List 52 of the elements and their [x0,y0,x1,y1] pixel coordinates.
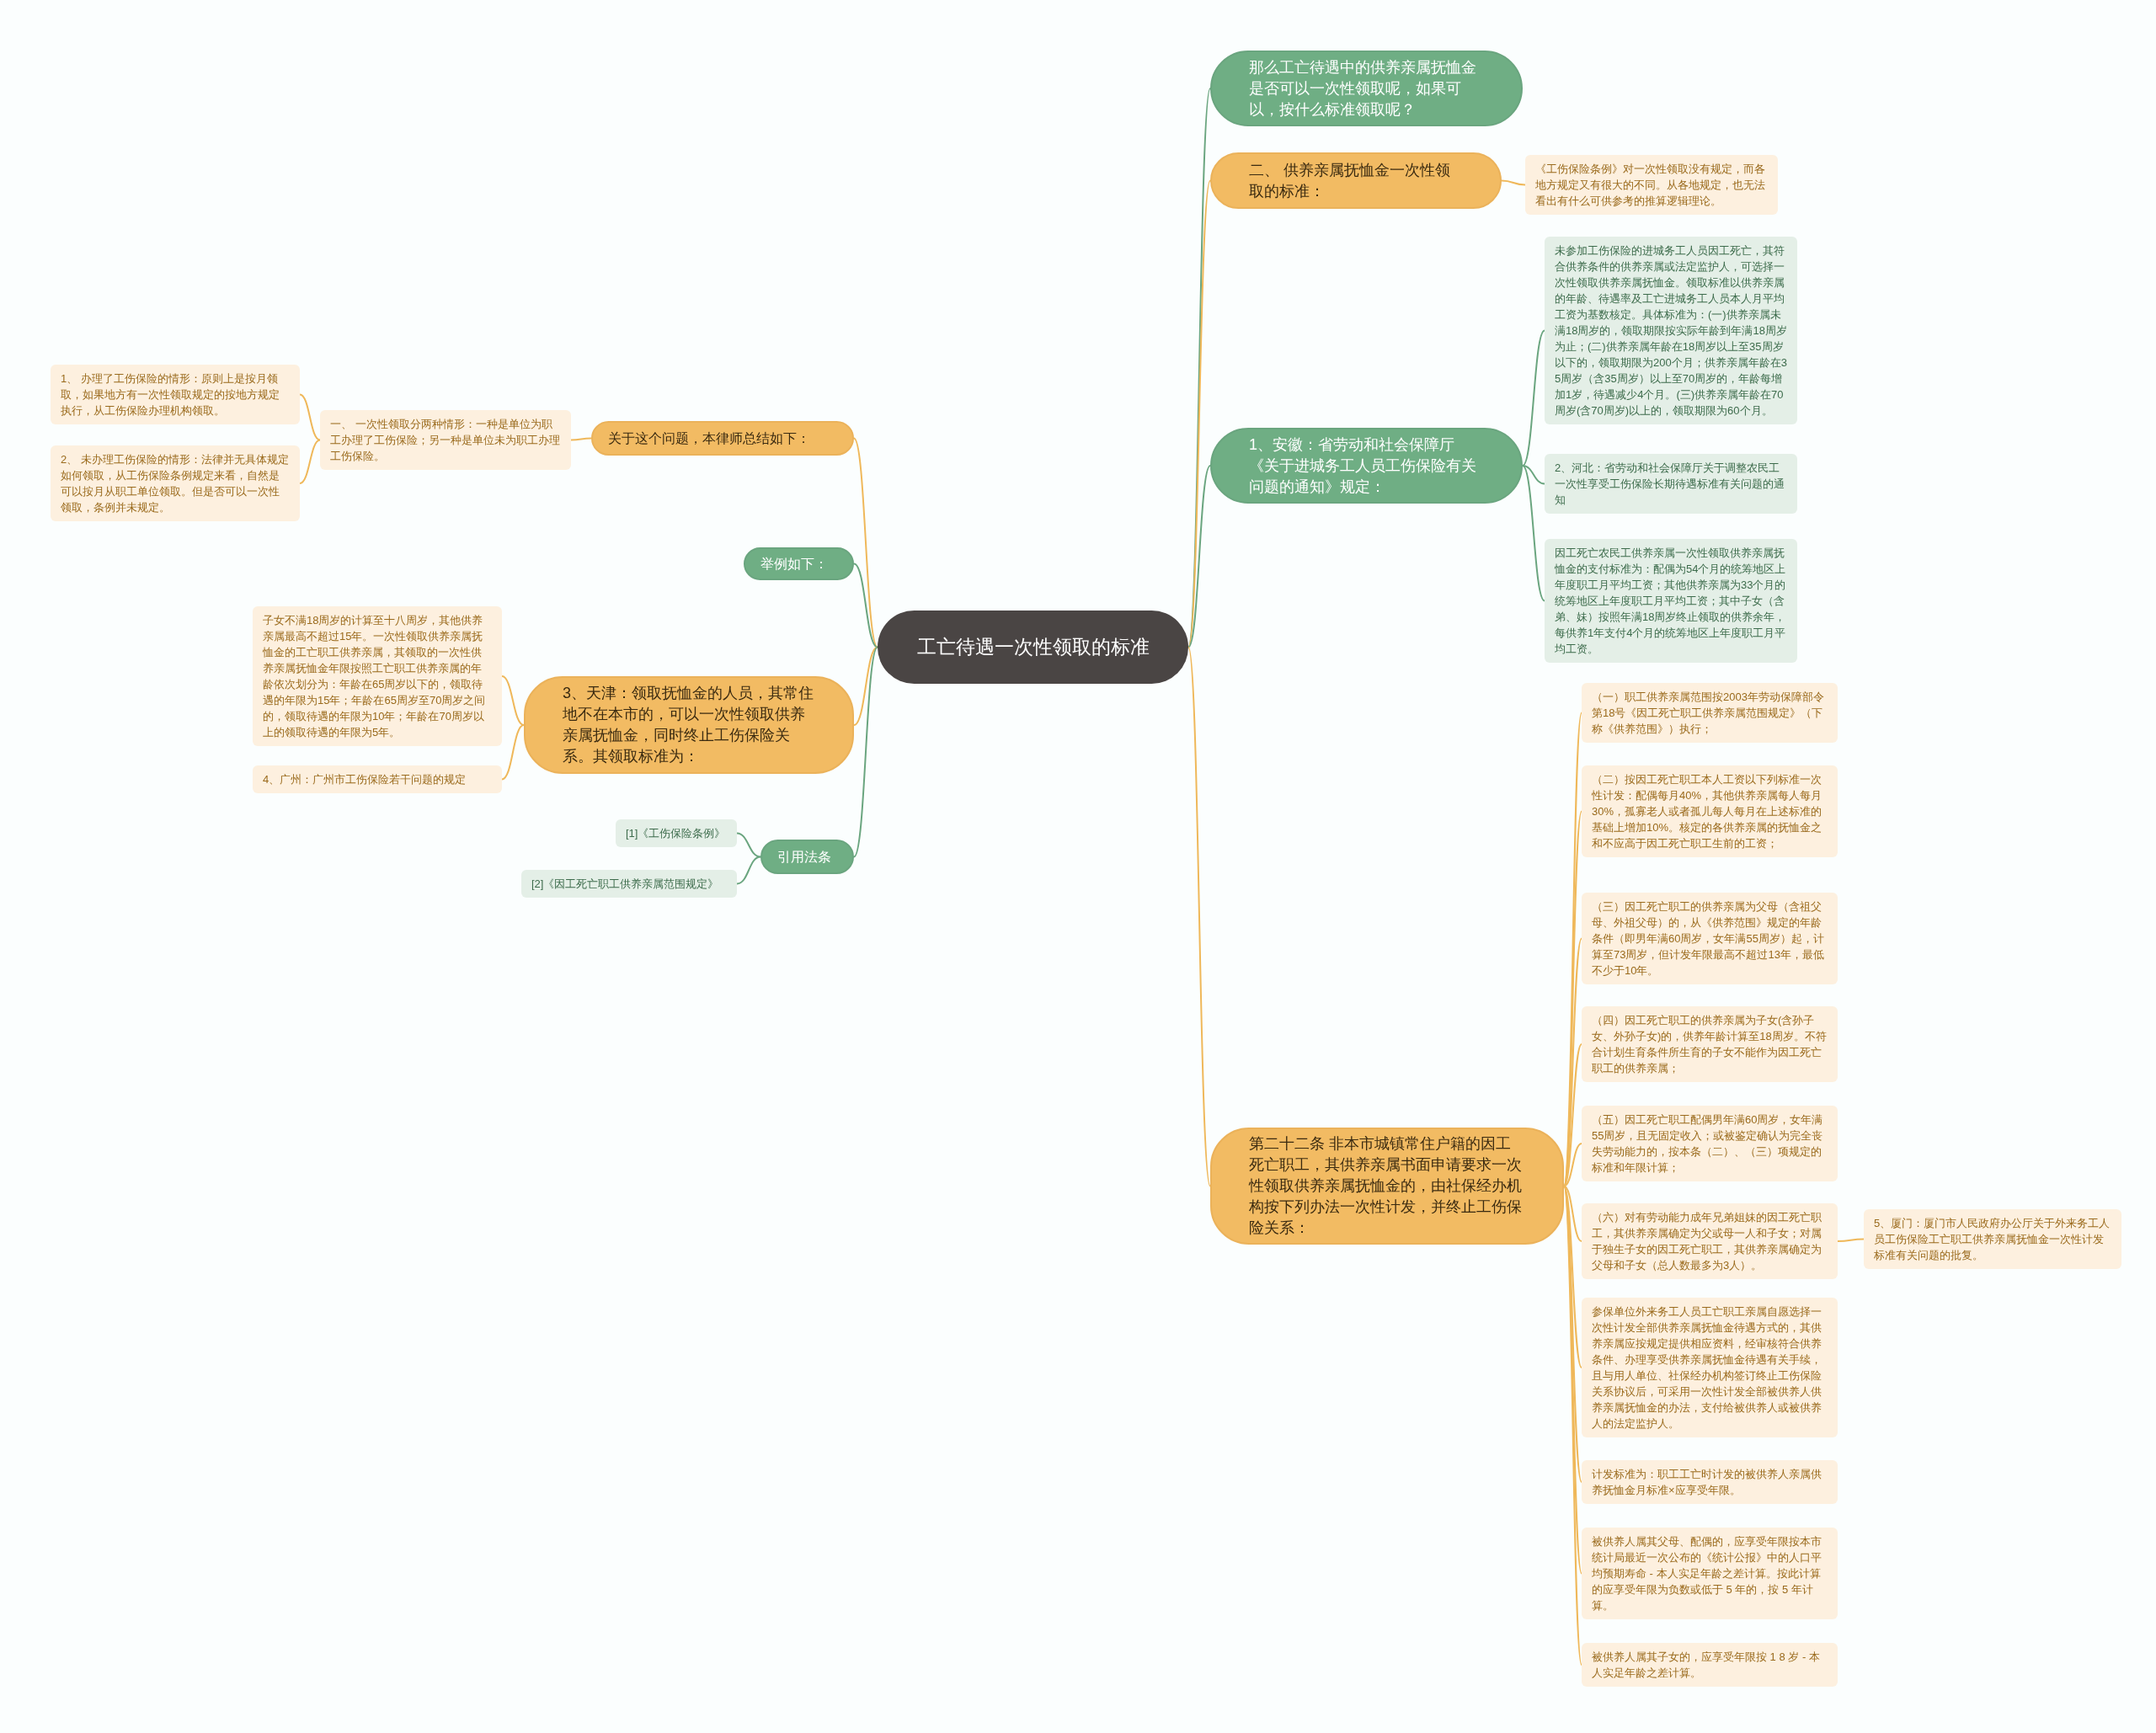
note-card: （三）因工死亡职工的供养亲属为父母（含祖父母、外祖父母）的，从《供养范围》规定的年龄条件（即男年满60周岁，女年满55周岁）起，计算至73周岁，但计发年限最高不超过13年，最低不少于10年。 [1582,893,1838,984]
note-card: （二）按因工死亡职工本人工资以下列标准一次性计发：配偶每月40%，其他供养亲属每人每月30%，孤寡老人或者孤儿每人每月在上述标准的基础上增加10%。核定的各供养亲属的抚恤金之和不应高于因工死亡职工生前的工资； [1582,765,1838,857]
topic-pill: 引用法条 [760,840,854,874]
connector-line [1563,1043,1582,1187]
note-card: 4、广州：广州市工伤保险若干问题的规定 [253,765,502,793]
note-card: 2、河北：省劳动和社会保障厅关于调整农民工一次性享受工伤保险长期待遇标准有关问题的通知 [1545,454,1797,514]
connector-line [299,393,321,441]
note-card: 因工死亡农民工供养亲属一次性领取供养亲属抚恤金的支付标准为：配偶为54个月的统筹地区上年度职工月平均工资；其他供养亲属为33个月的统筹地区上年度职工月平均工资；其中子女（含弟、妹）按照年满18周岁终止领取的供养余年，每供养1年支付4个月的统筹地区上年度职工月平均工资。 [1545,539,1797,663]
note-card: （五）因工死亡职工配偶男年满60周岁，女年满55周岁，且无固定收入；或被鉴定确认为完全丧失劳动能力的，按本条（二）、（三）项规定的标准和年限计算； [1582,1106,1838,1181]
connector-line [570,437,592,441]
topic-pill: 举例如下： [744,547,854,580]
note-card: 《工伤保险条例》对一次性领取没有规定，而各地方规定又有很大的不同。从各地规定，也无法看出有什么可供参考的推算逻辑理论。 [1525,155,1778,215]
note-card: 1、 办理了工伤保险的情形：原则上是按月领取，如果地方有一次性领取规定的按地方规定执行，从工伤保险办理机构领取。 [51,365,300,424]
connector-line [736,856,761,885]
note-card: [2]《因工死亡职工供养亲属范围规定》 [521,870,737,898]
note-card: 一、 一次性领取分两种情形：一种是单位为职工办理了工伤保险；另一种是单位未为职工办理工伤保险。 [320,410,571,470]
note-card: （六）对有劳动能力成年兄弟姐妹的因工死亡职工，其供养亲属确定为父或母一人和子女；对属于独生子女的因工死亡职工，其供养亲属确定为父母和子女（总人数最多为3人）。 [1582,1203,1838,1279]
connector-line [853,437,878,648]
topic-pill: 关于这个问题，本律师总结如下： [591,421,854,456]
connector-line [1522,465,1545,485]
connector-line [501,724,525,781]
root-topic: 工亡待遇一次性领取的标准 [878,611,1188,684]
connector-line [1522,465,1545,602]
connector-line [1837,1238,1865,1242]
topic-pill: 那么工亡待遇中的供养亲属抚恤金是否可以一次性领取呢，如果可以，按什么标准领取呢？ [1210,51,1523,126]
connector-line [853,646,878,858]
note-card: 子女不满18周岁的计算至十八周岁，其他供养亲属最高不超过15年。一次性领取供养亲属抚恤金的工亡职工供养亲属，其领取的一次性供养亲属抚恤金年限按照工亡职工供养亲属的年龄依次划分为：年龄在65周岁以下的，领取待遇的年限为15年；年龄在65周岁至70周岁之间的，领取待遇的年限为10年；年龄在70周岁以上的领取待遇的年限为5年。 [253,606,502,746]
topic-pill: 第二十二条 非本市城镇常住户籍的因工死亡职工，其供养亲属书面申请要求一次性领取供养亲属抚恤金的，由社保经办机构按下列办法一次性计发，并终止工伤保险关系： [1210,1128,1564,1245]
connector-line [1187,465,1211,648]
connector-line [1563,1185,1582,1242]
note-card: 5、厦门：厦门市人民政府办公厅关于外来务工人员工伤保险工亡职工供养亲属抚恤金一次性计发标准有关问题的批复。 [1864,1209,2121,1269]
connector-line [1501,179,1526,186]
note-card: 被供养人属其子女的，应享受年限按 1 8 岁 - 本人实足年龄之差计算。 [1582,1643,1838,1687]
connector-line [853,646,878,726]
note-card: （四）因工死亡职工的供养亲属为子女(含孙子女、外孙子女)的，供养年龄计算至18周岁。不符合计划生育条件所生育的子女不能作为因工死亡职工的供养亲属； [1582,1006,1838,1082]
note-card: （一）职工供养亲属范围按2003年劳动保障部令第18号《因工死亡职工供养亲属范围规定》（下称《供养范围》）执行； [1582,683,1838,743]
connector-line [853,563,878,648]
topic-pill: 3、天津：领取抚恤金的人员，其常住地不在本市的，可以一次性领取供养亲属抚恤金，同时终止工伤保险关系。其领取标准为： [524,676,854,774]
connector-line [299,439,321,484]
topic-pill: 1、安徽：省劳动和社会保障厅《关于进城务工人员工伤保险有关问题的通知》规定： [1210,428,1523,504]
note-card: 2、 未办理工伤保险的情形：法律并无具体规定如何领取，从工伤保险条例规定来看，自然是可以按月从职工单位领取。但是否可以一次性领取，条例并未规定。 [51,445,300,521]
note-card: [1]《工伤保险条例》 [616,819,737,847]
connector-line [1522,329,1545,467]
topic-pill: 二、 供养亲属抚恤金一次性领取的标准： [1210,152,1502,209]
note-card: 参保单位外来务工人员工亡职工亲属自愿选择一次性计发全部供养亲属抚恤金待遇方式的，其供养亲属应按规定提供相应资料，经审核符合供养条件、办理享受供养亲属抚恤金待遇有关手续，且与用人单位、社保经办机构签订终止工伤保险关系协议后，可采用一次性计发全部被供养人供养亲属抚恤金的办法，支付给被供养人或被供养人的法定监护人。 [1582,1298,1838,1437]
note-card: 未参加工伤保险的进城务工人员因工死亡，其符合供养条件的供养亲属或法定监护人，可选择一次性领取供养亲属抚恤金。领取标准以供养亲属的年龄、待遇率及工亡进城务工人员本人月平均工资为基数核定。具体标准为：(一)供养亲属未满18周岁的，领取期限按实际年龄到年满18周岁为止；(二)供养亲属年龄在18周岁以上至35周岁以下的，领取期限为200个月；供养亲属年龄在35周岁（含35周岁）以上至70周岁的，年龄每增加1岁，待遇减少4个月。(三)供养亲属年龄在70周岁(含70周岁)以上的，领取期限为60个月。 [1545,237,1797,424]
connector-line [736,832,761,858]
connector-line [1563,1143,1582,1187]
note-card: 被供养人属其父母、配偶的，应享受年限按本市统计局最近一次公布的《统计公报》中的人口平均预期寿命 - 本人实足年龄之差计算。按此计算的应享受年限为负数或低于 5 年的，按 5 年计算。 [1582,1528,1838,1619]
connector-line [1187,646,1211,1187]
connector-line [501,675,525,726]
note-card: 计发标准为：职工工亡时计发的被供养人亲属供养抚恤金月标准×应享受年限。 [1582,1460,1838,1504]
